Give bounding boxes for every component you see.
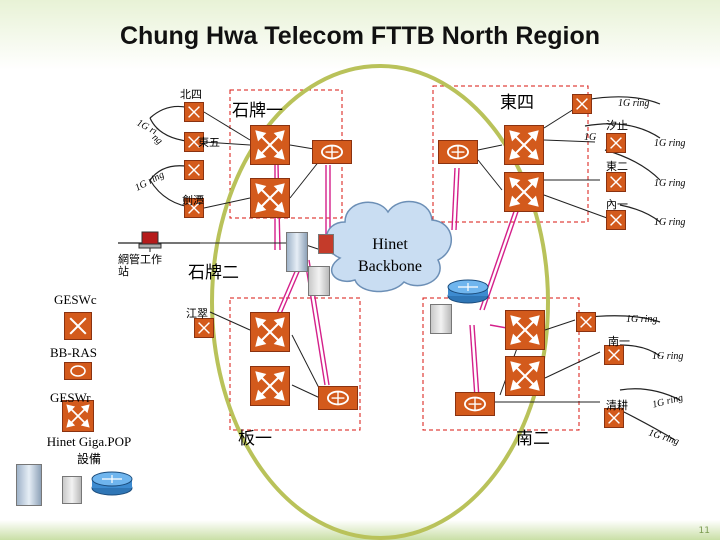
node-label-jiangcui: 江翠 [186, 307, 208, 320]
link [477, 159, 503, 191]
node-label-neiyi: 內一 [606, 198, 628, 211]
gigapop-router [91, 471, 133, 496]
gigapop-server-tower [62, 476, 82, 504]
bbras-banyi [318, 386, 358, 410]
edge-switch-jiangcui [194, 318, 214, 338]
link [203, 197, 251, 209]
switch-naner-b [505, 356, 545, 396]
bbras-shipai1 [312, 140, 352, 164]
area-label-shipai2: 石牌二 [188, 263, 239, 283]
legend-geswc-label: GESWc [54, 292, 97, 307]
area-label-shipai1: 石牌一 [232, 101, 283, 121]
legend-geswr-icon [62, 400, 94, 432]
bbras-naner [455, 392, 495, 416]
hinet-backbone-cloud [325, 200, 453, 293]
link [203, 111, 251, 141]
ring-label-mid: 1G [584, 132, 597, 143]
link [543, 194, 608, 219]
ring-arc-right-4 [619, 204, 661, 223]
edge-switch-nanyi [604, 345, 624, 365]
server-small [318, 234, 334, 254]
mgmt-workstation [138, 231, 162, 249]
area-label-naner: 南二 [516, 429, 550, 449]
link [544, 351, 601, 379]
legend-geswr-label: GESWr [50, 390, 91, 405]
switch-naner-a [505, 310, 545, 350]
ring-arc-right-2 [584, 123, 661, 139]
legend-gigapop-label-line2: 設備 [76, 452, 101, 466]
edge-switch-donger [606, 172, 626, 192]
node-label-beisi: 北四 [180, 88, 202, 101]
server-rack [286, 232, 308, 272]
cloud-label-line1: Hinet [372, 236, 408, 253]
ring-label-right-3: 1G ring [654, 178, 686, 189]
switch-dongsi-a [504, 125, 544, 165]
ring-arc-right-7 [619, 388, 681, 401]
edge-switch-qinggeng [604, 408, 624, 428]
node-label-nanyi: 南一 [608, 335, 630, 348]
switch-dongsi-b [504, 172, 544, 212]
switch-shipai1-a [250, 125, 290, 165]
ring-arc-right-1 [584, 96, 661, 105]
legend-bbras-label: BB-RAS [50, 345, 97, 360]
link [209, 311, 251, 331]
legend-gigapop-label-line1: Hinet Giga.POP [46, 434, 132, 449]
node-label-donger: 東二 [606, 160, 628, 173]
legend-bbras-icon [64, 362, 92, 380]
ring-label-right-6: 1G ring [652, 351, 684, 362]
legend-geswc-icon [64, 312, 92, 340]
link [289, 159, 321, 199]
edge-switch-right-1 [572, 94, 592, 114]
ring-label-right-5: 1G ring [626, 314, 658, 325]
ring-label-right-1: 1G ring [618, 98, 650, 109]
area-box-banyi [229, 297, 361, 431]
edge-switch-beisi [184, 102, 204, 122]
link [544, 319, 576, 331]
node-label-dongwu: 東五 [198, 136, 220, 149]
link [291, 384, 321, 399]
backbone-router [447, 279, 489, 304]
gigapop-server-rack [16, 464, 42, 506]
edge-switch-left-3 [184, 160, 204, 180]
edge-switch-neiyi [606, 210, 626, 230]
area-label-dongsi: 東四 [500, 93, 534, 113]
node-label-qinggeng: 清耕 [606, 399, 628, 412]
cloud-label: Hinet Backbone [350, 234, 430, 278]
area-box-dongsi [432, 85, 589, 223]
bbras-dongsi [438, 140, 478, 164]
node-label-jiantan: 劍潭 [182, 194, 204, 207]
switch-banyi-a [250, 312, 290, 352]
server-tower-right [430, 304, 452, 334]
cloud-label-line2: Backbone [358, 258, 422, 275]
node-label-xizhi: 汐止 [606, 119, 628, 132]
ring-label-right-4: 1G ring [654, 217, 686, 228]
ring-arc-right-6 [619, 344, 661, 357]
area-label-banyi: 板一 [238, 429, 272, 449]
link [477, 144, 503, 151]
edge-switch-naner-1 [576, 312, 596, 332]
area-box-naner [422, 297, 580, 431]
link [291, 334, 321, 391]
server-tower-left [308, 266, 330, 296]
page-title: Chung Hwa Telecom FTTB North Region [119, 22, 601, 50]
ring-arc-right-8 [619, 409, 676, 441]
switch-banyi-b [250, 366, 290, 406]
switch-shipai1-b [250, 178, 290, 218]
edge-switch-xizhi [606, 133, 626, 153]
edge-switch-dongwu [184, 132, 204, 152]
backbone-ring [210, 64, 550, 540]
page-number: 11 [698, 526, 710, 536]
ring-label-right-2: 1G ring [654, 138, 686, 149]
link [543, 139, 596, 143]
edge-switch-jiantan [184, 198, 204, 218]
link [203, 141, 251, 146]
node-label-wangguan: 網管工作站 [118, 253, 162, 278]
